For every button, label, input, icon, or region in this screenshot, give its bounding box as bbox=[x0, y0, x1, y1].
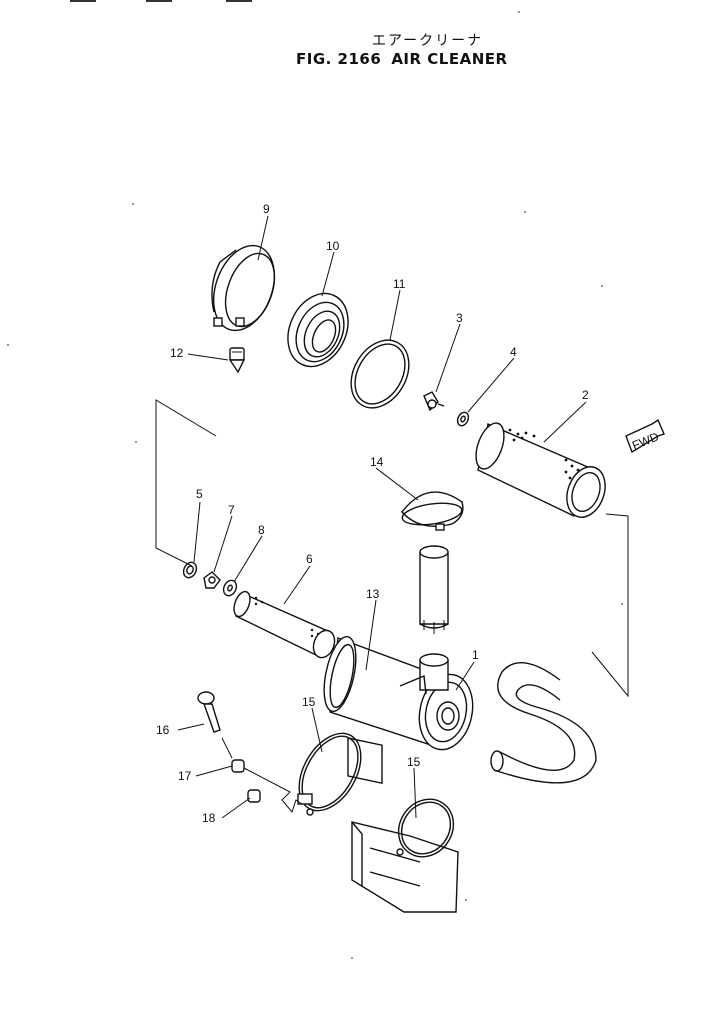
part-label: 4 bbox=[510, 345, 517, 359]
part-6-inner-element bbox=[233, 590, 336, 659]
part-2-outer-element bbox=[475, 422, 606, 518]
title-japanese: エアークリーナ bbox=[372, 33, 484, 49]
part-label: 11 bbox=[393, 277, 406, 291]
part-label: 8 bbox=[258, 523, 265, 537]
part-label: 15 bbox=[407, 755, 421, 769]
part-11-o-ring bbox=[350, 339, 410, 409]
part-label: 9 bbox=[263, 202, 270, 216]
scan-specks bbox=[7, 11, 623, 959]
part-1-housing bbox=[323, 636, 474, 785]
part-label: 16 bbox=[156, 723, 170, 737]
part-15-mounting-bracket bbox=[351, 798, 459, 913]
leader-lines bbox=[177, 215, 587, 819]
part-label: 10 bbox=[326, 239, 340, 253]
part-4-washer bbox=[456, 411, 470, 427]
fastener-path bbox=[243, 767, 303, 814]
scan-mark bbox=[70, 0, 96, 2]
part-label: 6 bbox=[306, 552, 313, 566]
part-label: 1 bbox=[472, 648, 479, 662]
inlet-tube bbox=[419, 545, 449, 634]
part-label: 15 bbox=[302, 695, 316, 709]
figure-name: AIR CLEANER bbox=[391, 50, 508, 68]
part-8-washer bbox=[222, 579, 238, 597]
part-label: 14 bbox=[370, 455, 384, 469]
part-label: 13 bbox=[366, 587, 380, 601]
part-labels: 9 10 11 3 4 2 12 14 5 7 8 6 13 1 15 16 1… bbox=[156, 202, 589, 825]
part-label: 5 bbox=[196, 487, 203, 501]
scan-mark bbox=[146, 0, 172, 2]
part-7-nut bbox=[203, 571, 221, 589]
part-3-wing-nut bbox=[423, 391, 445, 412]
part-18-nut bbox=[247, 789, 261, 803]
part-14-cap bbox=[401, 491, 464, 531]
figure-title: FIG. 2166 AIR CLEANER bbox=[296, 50, 518, 68]
part-16-bolt bbox=[197, 691, 233, 759]
fwd-direction-badge: FWD bbox=[625, 418, 665, 454]
part-label: 3 bbox=[456, 311, 463, 325]
scan-mark bbox=[226, 0, 252, 2]
part-label: 17 bbox=[178, 769, 192, 783]
part-15-clamp-band bbox=[297, 732, 362, 816]
figure-number: FIG. 2166 bbox=[296, 50, 382, 68]
s-hose bbox=[490, 662, 597, 784]
part-label: 12 bbox=[170, 346, 184, 360]
part-5-nut bbox=[182, 561, 198, 579]
part-label: 18 bbox=[202, 811, 216, 825]
part-label: 7 bbox=[228, 503, 235, 517]
part-label: 2 bbox=[582, 388, 589, 402]
reference-brackets bbox=[155, 399, 629, 698]
part-10-gasket bbox=[287, 292, 349, 368]
part-17-sleeve bbox=[231, 759, 245, 773]
part-12-indicator bbox=[228, 347, 246, 374]
part-9-cover bbox=[211, 244, 276, 332]
